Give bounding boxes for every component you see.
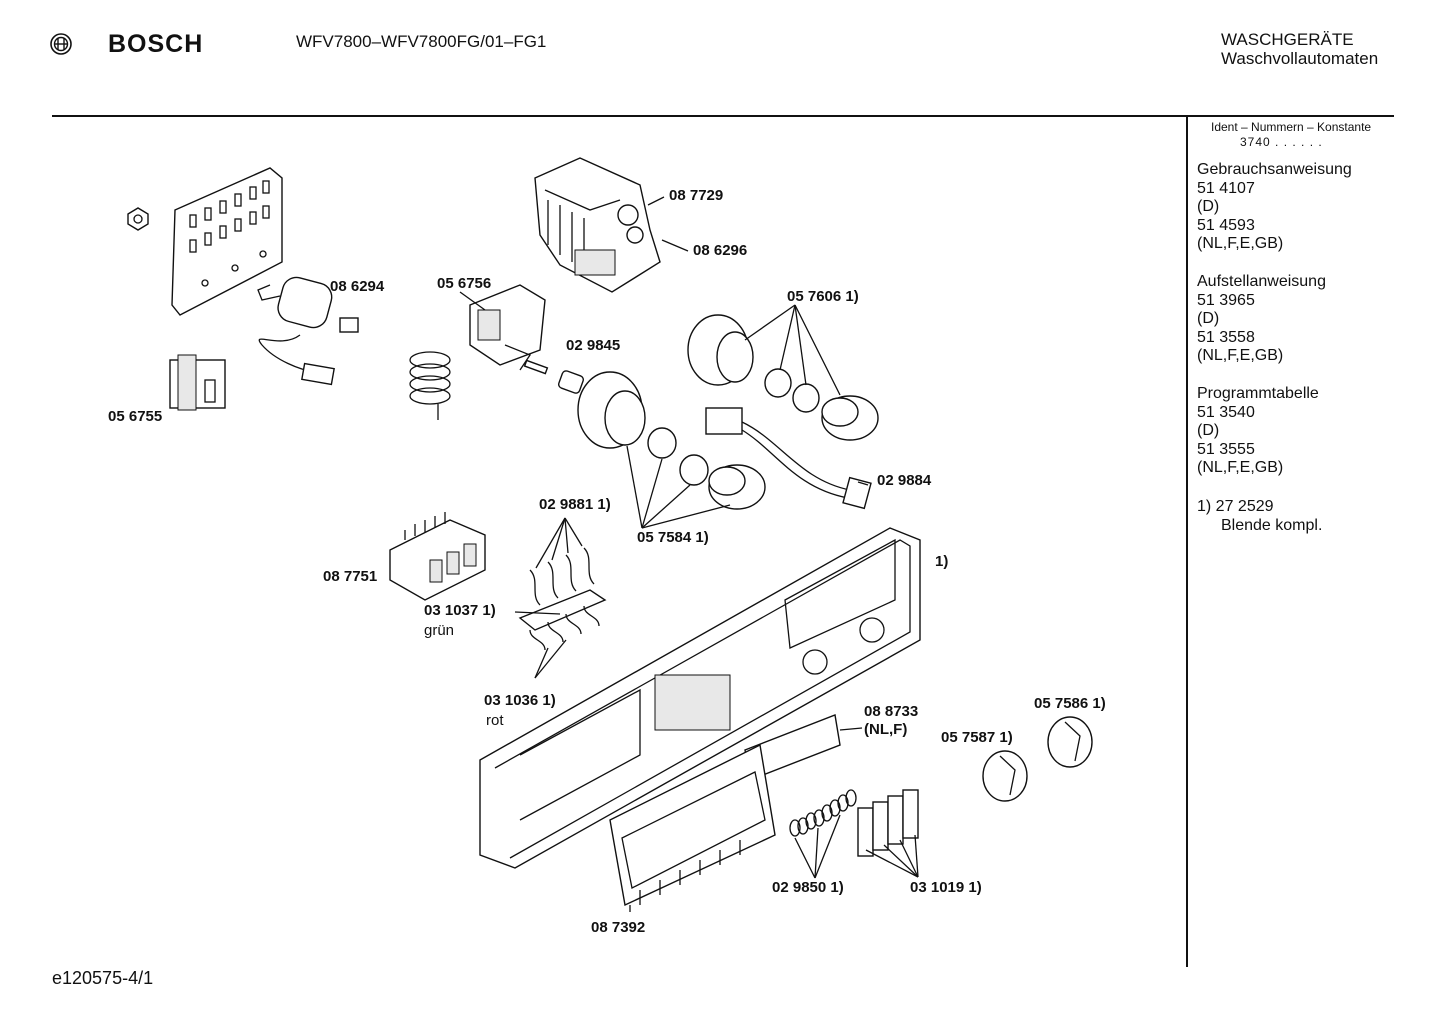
section-line: 51 3558 (1197, 328, 1255, 346)
callout-label: 05 7584 1) (637, 529, 709, 546)
callout-label: 02 9884 (877, 472, 932, 489)
knob-disc-lower-part (679, 454, 709, 486)
capacitor-part (257, 276, 359, 386)
section-line: (NL,F,E,GB) (1197, 235, 1284, 253)
switch-block-part (389, 512, 486, 601)
cable-harness-part (705, 407, 872, 510)
callout-label: 03 1037 1) (424, 602, 496, 619)
callout-label: 05 6755 (108, 408, 163, 425)
callout-label: 08 8733 (864, 703, 919, 720)
callout-label: 05 7586 1) (1034, 695, 1106, 712)
section-line: (NL,F,E,GB) (1197, 347, 1284, 365)
button-spring-part (789, 789, 857, 837)
drawing-code: e120575-4/1 (52, 968, 154, 988)
section-line: 51 4107 (1197, 179, 1255, 197)
callout-label: 03 1036 1) (484, 692, 556, 709)
rotary-knob-small-part (1047, 716, 1093, 768)
section-line: (NL,F,E,GB) (1197, 459, 1284, 477)
contact-strip-part (518, 589, 607, 651)
pin-part (523, 359, 549, 375)
callout-label: 02 9845 (566, 337, 621, 354)
brand-name: BOSCH (108, 30, 204, 58)
knob-disc-lower-part (647, 427, 677, 459)
hex-nut-part (127, 207, 149, 231)
section-line: 51 3540 (1197, 403, 1255, 421)
callout-label: 08 7751 (323, 568, 378, 585)
knob-disc-upper-part (764, 368, 820, 413)
section-line: (D) (1197, 422, 1220, 440)
callout-label: 08 6296 (693, 242, 748, 259)
callout-label: 02 9881 1) (539, 496, 611, 513)
mounting-plate-part (171, 167, 283, 316)
contact-spring-part (529, 547, 595, 606)
control-panel-fascia-part (479, 527, 921, 869)
callout-label: 05 7587 1) (941, 729, 1013, 746)
section-line: 51 3965 (1197, 291, 1255, 309)
callout-label: 1) (935, 553, 949, 570)
program-selector-unit-part (534, 157, 661, 293)
section-line: 51 4593 (1197, 216, 1255, 234)
knob-hub-lower-part (708, 464, 766, 510)
callout-label: 08 7729 (669, 187, 724, 204)
bosch-logo-icon (50, 33, 72, 55)
door-lock-part (409, 284, 546, 420)
sidebar-section-programmtabelle: Programmtabelle 51 3540 (D) 51 3555 (NL,… (1197, 385, 1319, 478)
section-title: Programmtabelle (1197, 385, 1319, 402)
callout-label: rot (486, 712, 504, 729)
section-title: Aufstellanweisung (1197, 273, 1326, 290)
category-subtitle: Waschvollautomaten (1221, 49, 1379, 68)
callout-label: (NL,F) (864, 721, 908, 738)
callout-label: 03 1019 1) (910, 879, 982, 896)
knob-cover-lower-part (577, 371, 646, 449)
sidebar-section-aufstellanweisung: Aufstellanweisung 51 3965 (D) 51 3558 (N… (1197, 273, 1326, 366)
section-line: 51 3555 (1197, 440, 1255, 458)
callout-label: grün (424, 622, 455, 639)
sidebar-section-gebrauchsanweisung: Gebrauchsanweisung 51 4107 (D) 51 4593 (… (1197, 161, 1352, 254)
footnote-text: Blende kompl. (1221, 516, 1323, 534)
model-number: WFV7800–WFV7800FG/01–FG1 (296, 32, 547, 51)
ident-value: 3740 . . . . . . (1240, 135, 1323, 149)
sidebar-divider (1186, 115, 1188, 967)
knob-hub-upper-part (821, 395, 879, 441)
callout-leader-lines (459, 196, 869, 486)
exploded-parts-drawing (127, 157, 1093, 912)
sidebar-footnote: 1) 27 2529 Blende kompl. (1197, 498, 1322, 535)
choke-part (169, 354, 226, 411)
bushing-part (558, 370, 584, 394)
callout-label: 05 7606 1) (787, 288, 859, 305)
ident-label: Ident – Nummern – Konstante (1211, 120, 1372, 134)
knob-cover-upper-part (687, 314, 754, 386)
category-title: WASCHGERÄTE (1221, 30, 1354, 49)
section-line: (D) (1197, 198, 1220, 216)
section-line: (D) (1197, 310, 1220, 328)
callout-label: 02 9850 1) (772, 879, 844, 896)
callout-label: 08 6294 (330, 278, 385, 295)
push-button-part (857, 789, 919, 857)
section-title: Gebrauchsanweisung (1197, 161, 1352, 178)
header-divider (52, 115, 1394, 117)
callout-label: 08 7392 (591, 919, 646, 936)
door-flap-part (609, 743, 776, 907)
footnote-number: 1) 27 2529 (1197, 498, 1274, 515)
callout-label: 05 6756 (437, 275, 492, 292)
rotary-knob-small-part (982, 750, 1028, 802)
